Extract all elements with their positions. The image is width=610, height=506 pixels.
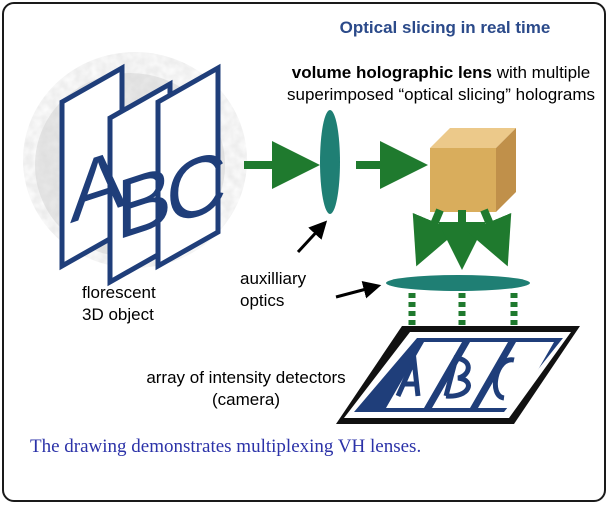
diagram-title: Optical slicing in real time bbox=[339, 18, 551, 37]
detector-image-a bbox=[395, 350, 421, 398]
holographic-cube bbox=[430, 128, 516, 212]
arrow-cube-down-left bbox=[412, 208, 457, 267]
slice-letter-a: A bbox=[70, 130, 127, 242]
vertical-lens bbox=[320, 110, 340, 214]
detector-image-c bbox=[492, 357, 515, 401]
detector-array bbox=[336, 326, 580, 424]
lens-description: volume holographic lens with multiple su… bbox=[286, 62, 596, 106]
caption: The drawing demonstrates multiplexing VH… bbox=[30, 436, 422, 457]
object-label-line1: florescent bbox=[82, 283, 156, 302]
lens-description-rest: with multiple superimposed “optical slic… bbox=[286, 63, 596, 104]
object-label-line2: 3D object bbox=[82, 305, 154, 324]
detector-cell-2 bbox=[432, 342, 508, 408]
detector-cell-1 bbox=[386, 342, 462, 408]
horizontal-lens bbox=[386, 275, 530, 291]
detector-label-line1: array of intensity detectors bbox=[146, 368, 346, 387]
aux-optics-label: auxilliary optics bbox=[240, 268, 306, 312]
detector-image-b bbox=[443, 355, 471, 399]
aux-label-line1: auxilliary bbox=[240, 269, 307, 288]
pointer-to-horizontal-lens bbox=[335, 280, 382, 299]
lens-description-bold: volume holographic lens bbox=[291, 63, 492, 82]
arrow-cube-down-right bbox=[467, 208, 512, 267]
slice-letter-c: C bbox=[166, 131, 227, 244]
pointer-to-vertical-lens bbox=[296, 220, 328, 254]
object-label: florescent 3D object bbox=[82, 282, 156, 326]
detector-label: array of intensity detectors (camera) bbox=[96, 367, 396, 411]
detector-label-line2: (camera) bbox=[211, 390, 280, 409]
slice-letter-b: B bbox=[116, 147, 172, 259]
slice-panel-c bbox=[155, 63, 221, 271]
aux-label-line2: optics bbox=[240, 291, 285, 310]
